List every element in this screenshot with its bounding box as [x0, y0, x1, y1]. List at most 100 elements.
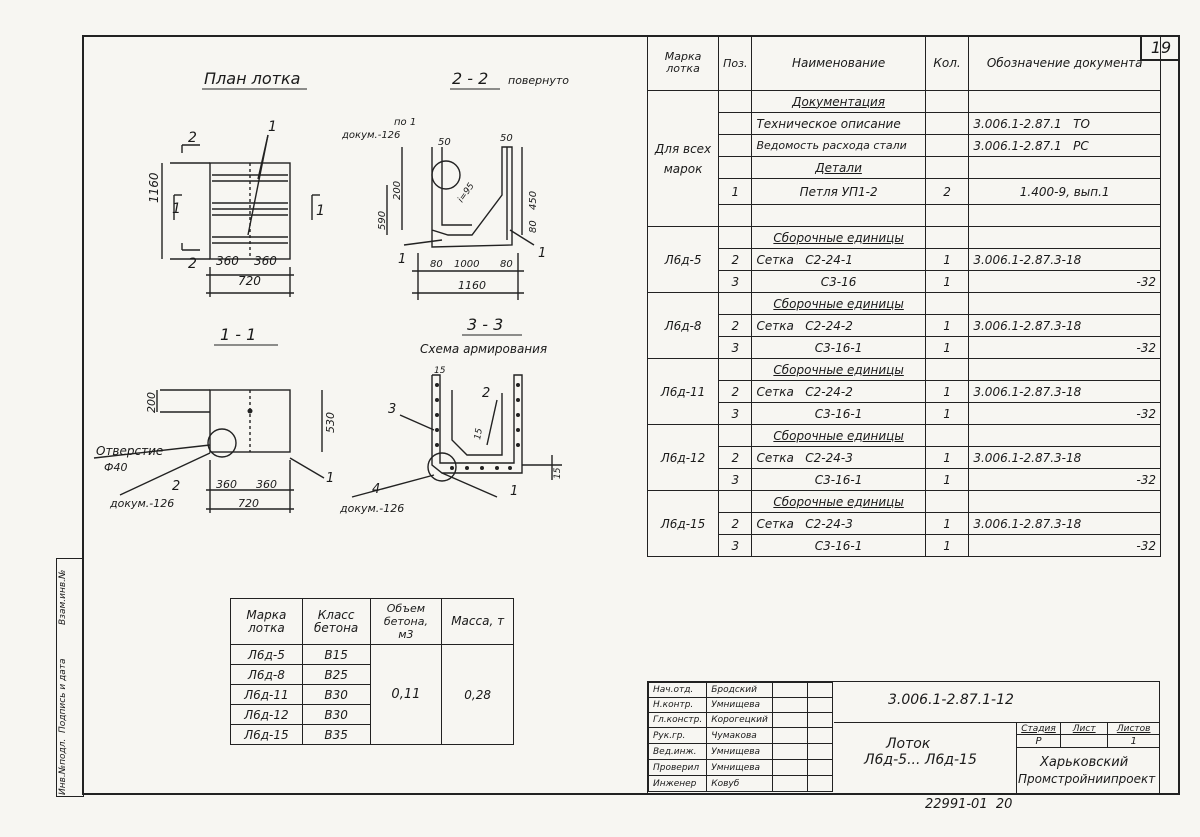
- spec-row: 2 Сетка С2-24-1 1 3.006.1-2.87.3-18: [648, 248, 1161, 271]
- spec-qty: 1: [924, 534, 970, 557]
- spec-pos: 2: [718, 512, 753, 535]
- plan-pos-1: 1: [268, 119, 277, 135]
- spec-qty: 1: [924, 336, 970, 359]
- plan-mark-2-bottom: 2: [188, 256, 197, 272]
- person-role: Инженер: [647, 775, 708, 792]
- product-name-2: Л6д-5... Л6д-15: [864, 752, 977, 768]
- person-role: Гл.констр.: [647, 712, 708, 728]
- concrete-row: Л6д-12 В30: [230, 704, 514, 725]
- spec-group-row: Л6д-15 Сборочные единицы: [646, 490, 1161, 557]
- spec-item-a: Сетка: [756, 450, 794, 465]
- spec-qty: 1: [924, 468, 970, 491]
- spec-qty: 1: [924, 380, 970, 403]
- spec-item-a: Сетка: [756, 318, 794, 333]
- document-code: 3.006.1-2.87.1-12: [888, 692, 1014, 708]
- spec-mark: Л6д-8: [646, 292, 720, 359]
- s11-l1: 1: [326, 471, 334, 486]
- s22-450: 450: [528, 191, 539, 210]
- s11-hole: Отверстие: [96, 444, 163, 458]
- side-label-vzam: Взам.инв.№: [58, 569, 68, 625]
- person-name: Чумакова: [706, 727, 773, 744]
- concrete-h-mass: Масса, т: [441, 598, 514, 645]
- spec-row: 3 С3-16-1 1 -32: [648, 402, 1161, 425]
- spec-doc-name: Ведомость расхода стали: [751, 134, 926, 157]
- concrete-class: В30: [301, 704, 371, 725]
- spec-code: -32: [968, 270, 1161, 293]
- title-block: Нач.отд.Бродский Н.контр.Умнищева Гл.кон…: [647, 681, 1160, 795]
- organization-1: Харьковский: [1040, 755, 1129, 770]
- side-stamp: Инв.№подл. Подпись и дата Взам.инв.№: [56, 558, 84, 797]
- s22-b80a: 80: [430, 259, 443, 270]
- spec-row: 3 С3-16-1 1 -32: [648, 336, 1161, 359]
- spec-section: Сборочные единицы: [751, 226, 926, 249]
- spec-qty: 1: [924, 446, 970, 469]
- spec-code: 3.006.1-2.87.3-18: [968, 314, 1161, 337]
- spec-pos: 2: [718, 314, 753, 337]
- title-block-people: Нач.отд.Бродский Н.контр.Умнищева Гл.кон…: [647, 682, 834, 792]
- s11-m2: 2: [172, 479, 180, 494]
- person-row: Н.контр.Умнищева: [647, 697, 834, 713]
- drawings-area: План лотка 2 - 2 повернуто 1 - 1 3 - 3 С…: [93, 69, 569, 515]
- concrete-header-row: Марка лотка Класс бетона Объем бетона, м…: [230, 598, 514, 645]
- spec-item-a: Сетка: [756, 516, 794, 531]
- spec-code: 1.400-9, вып.1: [968, 178, 1161, 205]
- concrete-h-volume: Объем бетона, м3: [369, 598, 443, 645]
- spec-row: Для всех марок Документация: [646, 90, 1161, 227]
- s22-590: 590: [377, 211, 388, 230]
- spec-row: 3 С3-16-1 1 -32: [648, 468, 1161, 491]
- spec-h-name: Наименование: [751, 35, 926, 91]
- spec-doc-code: 3.006.1-2.87.1: [973, 138, 1062, 153]
- spec-section: Сборочные единицы: [751, 358, 926, 381]
- person-row: Нач.отд.Бродский: [647, 682, 834, 698]
- spec-pos: 2: [718, 248, 753, 271]
- concrete-row: Л6д-15 В35: [230, 724, 514, 745]
- person-name: Умнищева: [706, 697, 773, 713]
- spec-item-b: С3-16-1: [751, 534, 926, 557]
- concrete-mark: Л6д-11: [230, 684, 303, 705]
- spec-item-a: Сетка: [756, 252, 794, 267]
- spec-group-row: Л6д-8 Сборочные единицы: [646, 292, 1161, 359]
- sheet-header: Лист: [1059, 722, 1109, 735]
- spec-row: 3 С3-16-1 1 -32: [648, 534, 1161, 557]
- spec-item-b: С2-24-1: [805, 252, 853, 267]
- spec-item-b: С2-24-3: [805, 516, 853, 531]
- s22-b1160: 1160: [458, 279, 486, 292]
- spec-code: -32: [968, 468, 1161, 491]
- concrete-class: В25: [301, 664, 371, 685]
- plan-mark-1-right: 1: [316, 203, 325, 219]
- spec-row: Техническое описание 3.006.1-2.87.1 ТО: [648, 112, 1161, 135]
- spec-parts-section: Детали: [751, 156, 926, 179]
- spec-item-b: С3-16-1: [751, 402, 926, 425]
- spec-qty: 1: [924, 248, 970, 271]
- drawing-frame: [82, 35, 1180, 795]
- spec-doc-code: 3.006.1-2.87.1: [973, 116, 1062, 131]
- s11-dia: Ф40: [104, 461, 127, 474]
- stage-header: Стадия: [1016, 722, 1061, 735]
- s22-slope: i=95: [456, 181, 477, 205]
- scheme-title: Схема армирования: [420, 342, 547, 356]
- spec-row: Ведомость расхода стали 3.006.1-2.87.1 Р…: [648, 134, 1161, 157]
- spec-qty: 1: [924, 314, 970, 337]
- spec-item-b: С3-16-1: [751, 336, 926, 359]
- concrete-mass: 0,28: [441, 644, 514, 745]
- spec-h-mark: Марка лотка: [646, 35, 720, 91]
- archive-page: 20: [995, 797, 1013, 812]
- s22-l1b: 1: [538, 246, 546, 261]
- s33-l2: 2: [482, 386, 490, 401]
- concrete-table: Марка лотка Класс бетона Объем бетона, м…: [230, 598, 514, 745]
- concrete-volume: 0,11: [369, 644, 443, 745]
- spec-row: 2 Сетка С2-24-2 1 3.006.1-2.87.3-18: [648, 380, 1161, 403]
- person-role: Рук.гр.: [647, 727, 708, 744]
- spec-doc-section: Документация: [751, 90, 926, 113]
- spec-part-name: Петля УП1-2: [751, 178, 926, 205]
- s22-dok: докум.-126: [341, 130, 400, 141]
- s11-360a: 360: [216, 478, 237, 491]
- spec-doc-suffix: РС: [1073, 138, 1089, 153]
- spec-qty: 2: [924, 178, 970, 205]
- spec-item-b: С2-24-3: [805, 450, 853, 465]
- section11-title: 1 - 1: [220, 325, 256, 344]
- spec-pos: 2: [718, 380, 753, 403]
- concrete-mark: Л6д-12: [230, 704, 303, 725]
- s11-dok: докум.-126: [109, 497, 174, 510]
